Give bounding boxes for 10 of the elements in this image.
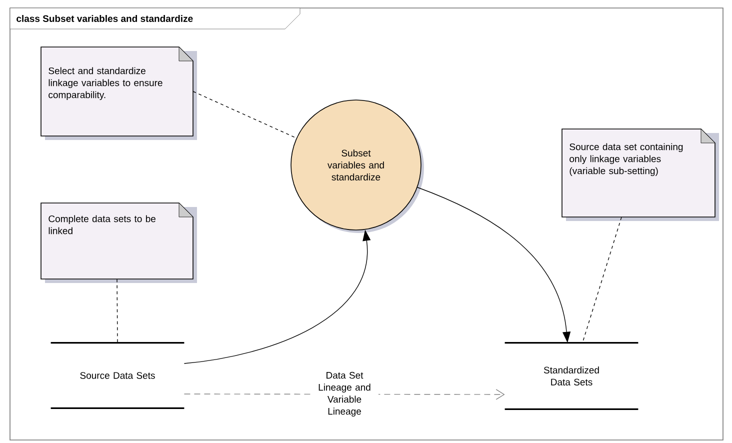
note-box: Source data set containing only linkage variables (variable sub-setting) bbox=[562, 128, 719, 221]
edge-label: Data Set Lineage and Variable Lineage bbox=[318, 372, 370, 417]
connector-line bbox=[582, 216, 622, 344]
data-store: Source Data Sets bbox=[50, 342, 184, 409]
note-box: Complete data sets to be linked bbox=[40, 202, 197, 283]
connector-line bbox=[116, 278, 118, 344]
frame-title: class Subset variables and standardize bbox=[10, 8, 300, 30]
note-box: Select and standardize linkage variables to ensure comparability. bbox=[40, 46, 197, 140]
data-store: Standardized Data Sets bbox=[504, 342, 638, 410]
connector-line bbox=[192, 91, 297, 138]
